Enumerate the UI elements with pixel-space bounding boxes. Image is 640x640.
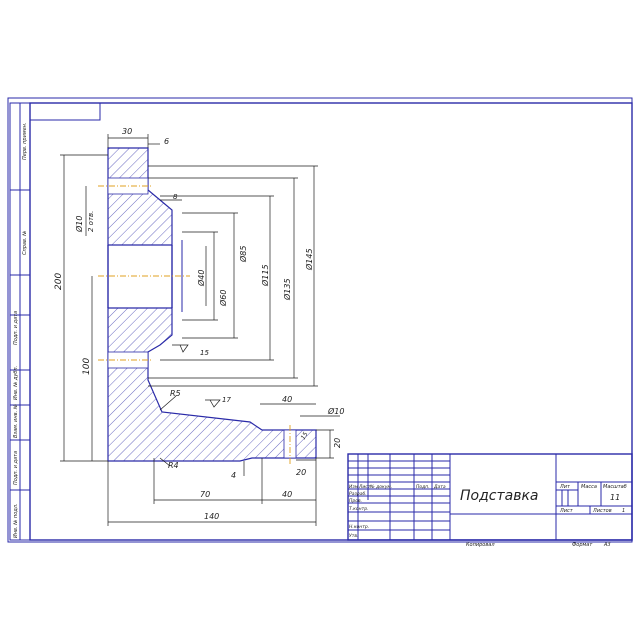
tb-col-label: Дата — [433, 484, 446, 490]
dim-label: 20 — [296, 468, 306, 477]
hatched-area — [107, 307, 317, 462]
dim-label: 2 отв. — [87, 211, 95, 232]
dimensions: 30 6 8 200 100 Ø10 2 отв. Ø40 Ø60 Ø85 Ø1… — [54, 127, 344, 526]
dim-label: Ø85 — [238, 246, 248, 263]
dim-label: 100 — [82, 358, 92, 375]
dim-label: 6 — [164, 137, 169, 146]
tb-sheets-value: 1 — [622, 508, 625, 514]
dim-label: 17 — [222, 396, 231, 404]
tb-role: Т.контр. — [349, 506, 369, 512]
dim-label: 140 — [204, 512, 219, 521]
tb-sheets-label: Листов — [592, 508, 612, 514]
title-block: Изм Лист № докум. Подп. Дата Разраб. Про… — [347, 453, 633, 548]
stamp-label: Подп. и дата — [13, 311, 19, 345]
part-section — [98, 147, 317, 465]
sheet-number: 11 — [610, 493, 620, 502]
tb-format-value: А3 — [603, 542, 611, 548]
side-stamps: Перв. примен. Справ. № Подп. и дата Инв.… — [9, 102, 31, 541]
dim-label: 70 — [200, 490, 210, 499]
tb-role: Разраб. — [349, 491, 367, 497]
stamp-label: Инв. № подл. — [13, 504, 19, 539]
tb-col-label: Изм — [349, 484, 359, 490]
tb-role: Н.контр. — [349, 524, 369, 530]
dim-label: Ø115 — [260, 264, 270, 287]
dim-label: Ø60 — [218, 290, 228, 307]
dim-label: R5 — [170, 389, 181, 398]
stamp-label: Справ. № — [22, 231, 28, 255]
dim-label: 40 — [282, 395, 292, 404]
stamp-label: Подп. и дата — [13, 451, 19, 485]
tb-head: Масштаб — [603, 484, 627, 490]
dim-label: Ø40 — [196, 270, 206, 287]
tb-col-label: Лист — [358, 484, 371, 490]
hatched-area — [107, 147, 173, 246]
stamp-label: Перв. примен. — [22, 122, 28, 160]
dim-label: 15 — [200, 349, 209, 357]
tb-head: Лит — [559, 484, 571, 490]
dim-label: Ø10 — [74, 216, 84, 233]
dim-label: Ø10 — [327, 406, 344, 416]
tb-role: Утв. — [349, 533, 358, 539]
dim-label: Ø145 — [304, 248, 314, 271]
dim-label: Ø135 — [282, 278, 292, 301]
dim-label: 30 — [122, 127, 132, 136]
dim-label: R4 — [168, 461, 179, 470]
dim-label: 20 — [333, 438, 342, 448]
tb-role: Пров. — [349, 498, 362, 504]
stamp-label: Взам. инв. № — [13, 404, 19, 438]
tb-format-label: Формат — [572, 542, 593, 548]
dim-label: 40 — [282, 490, 292, 499]
tb-col-label: Подп. — [416, 484, 430, 490]
sheet-frame — [7, 97, 633, 543]
dim-label: 4 — [231, 471, 236, 480]
dim-label: 200 — [54, 273, 64, 290]
dim-label: 15 — [300, 431, 310, 441]
part-name: Подставка — [460, 488, 539, 504]
tb-sheet-label: Лист — [559, 508, 574, 514]
tb-head: Масса — [581, 484, 597, 490]
dim-label: 8 — [173, 193, 178, 201]
tb-copied: Копировал — [466, 542, 495, 548]
tb-col-label: № докум. — [369, 484, 392, 490]
stamp-label: Инв. № дубл. — [13, 366, 19, 400]
